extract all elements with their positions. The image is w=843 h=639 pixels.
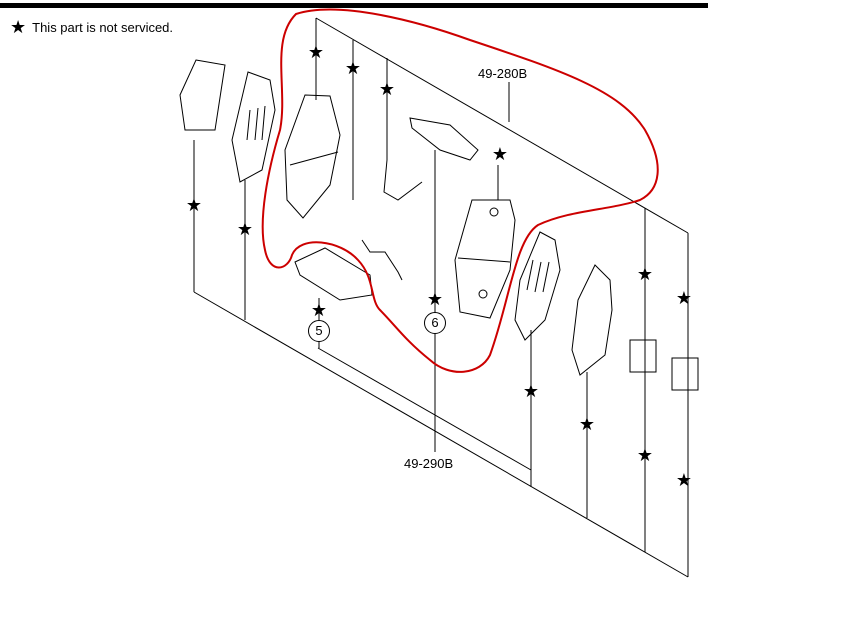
wear-sensor-2	[671, 357, 699, 391]
star-icon: ★	[344, 58, 362, 78]
star-icon: ★	[522, 381, 540, 401]
star-icon: ★	[10, 17, 27, 37]
spring-clip-lower	[361, 239, 403, 281]
part-number-upper: 49-280B	[478, 66, 528, 81]
star-icon: ★	[185, 195, 203, 215]
pad-hole	[478, 289, 488, 299]
top-rule	[0, 3, 708, 8]
star-icon: ★	[675, 470, 693, 490]
legend-text: This part is not serviced.	[32, 19, 174, 35]
callout-6: 6	[424, 312, 446, 334]
wear-sensor-1	[629, 339, 657, 373]
shim-inner-right	[514, 231, 561, 341]
star-icon: ★	[578, 414, 596, 434]
guide-plate-lower	[294, 247, 373, 301]
star-icon: ★	[636, 445, 654, 465]
star-icon: ★	[636, 264, 654, 284]
frame-bottom-line	[193, 291, 689, 578]
brake-pad-inner	[284, 94, 341, 219]
guide-plate-upper	[409, 117, 479, 161]
frame-top-line	[315, 17, 689, 234]
star-icon: ★	[675, 288, 693, 308]
star-icon: ★	[310, 300, 328, 320]
part-number-lower: 49-290B	[404, 456, 454, 471]
bracket-line	[317, 347, 532, 471]
callout-5: 5	[308, 320, 330, 342]
spring-clip-upper	[383, 159, 423, 201]
shim-outer-left	[179, 59, 226, 131]
shim-inner-left	[231, 71, 276, 183]
shim-outer-right	[571, 264, 613, 376]
star-icon: ★	[426, 289, 444, 309]
pad-hole	[489, 207, 499, 217]
star-icon: ★	[378, 79, 396, 99]
highlight-outline	[261, 8, 659, 373]
legend: ★ This part is not serviced.	[10, 18, 173, 36]
brake-pad-outer	[454, 199, 516, 319]
star-icon: ★	[236, 219, 254, 239]
star-icon: ★	[307, 42, 325, 62]
star-icon: ★	[491, 144, 509, 164]
